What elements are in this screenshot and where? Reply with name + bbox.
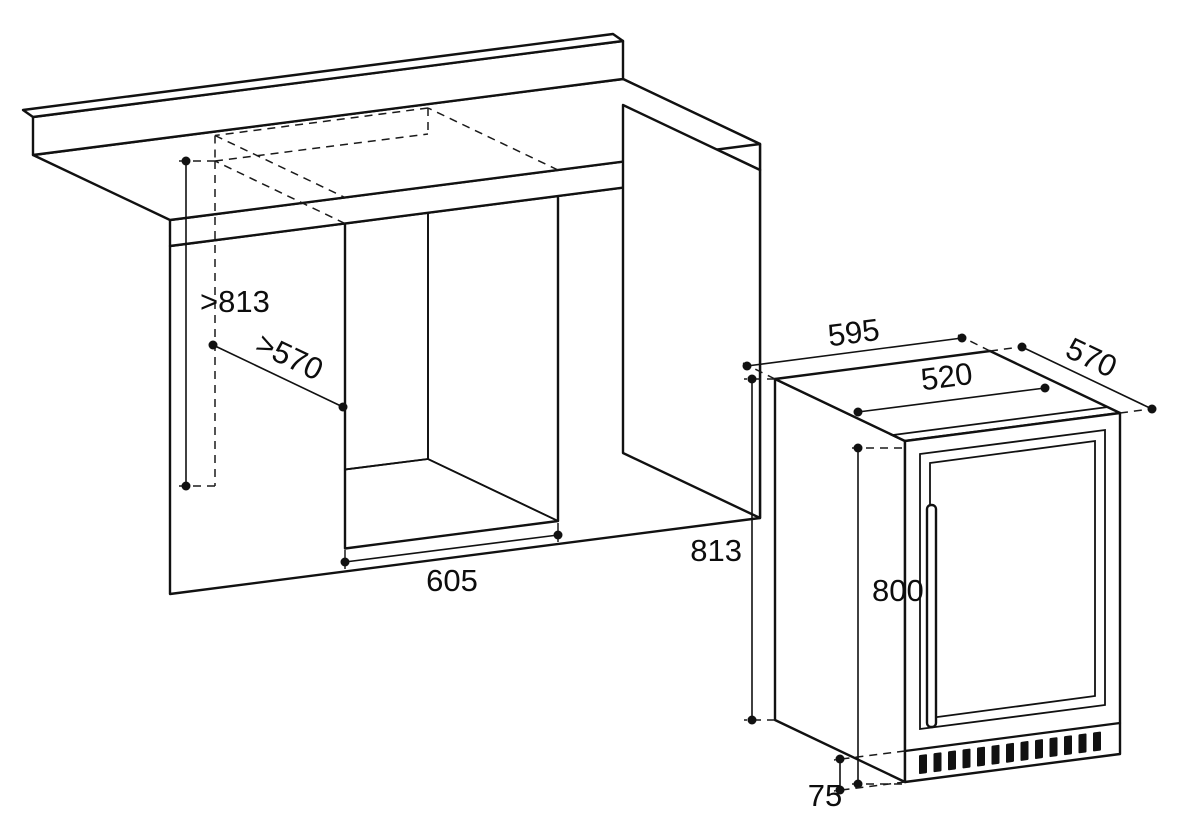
appliance-inner-width-dimension: 520 — [853, 356, 1050, 417]
vent-slot — [1064, 735, 1072, 756]
door-frame — [919, 428, 1106, 731]
vent-slot — [919, 754, 927, 775]
dimension-dot — [747, 715, 757, 725]
vent-slot — [962, 748, 971, 769]
vent-slot — [948, 750, 956, 771]
niche-hidden-edges — [214, 107, 559, 486]
vent-slot — [1049, 737, 1058, 758]
dimension-dot — [742, 361, 752, 371]
niche-height-label: >813 — [200, 284, 270, 319]
dimension-dot — [181, 156, 191, 166]
vent-slot — [1035, 739, 1043, 759]
dimension-dot — [553, 530, 563, 540]
dimension-dot — [835, 785, 845, 795]
appliance-height-label: 813 — [690, 533, 742, 568]
appliance-width-dimension: 595 — [742, 312, 991, 380]
dimension-dot — [181, 481, 191, 491]
door-top-edge-line — [892, 406, 1109, 436]
dimension-dot — [957, 333, 967, 343]
vent-slot — [977, 746, 985, 767]
dimension-dot — [1017, 342, 1027, 352]
dimension-dot — [1040, 383, 1050, 393]
vent-slot — [991, 744, 1000, 765]
appliance-drawing: 595 570 520 813 — [690, 312, 1159, 813]
appliance-inner-width-label: 520 — [919, 356, 975, 397]
dimension-dot — [853, 407, 863, 417]
appliance-front-face — [903, 411, 1122, 784]
door-handle — [925, 503, 938, 729]
door-bottom-edge — [903, 721, 1122, 753]
niche-height-dimension: >813 — [176, 156, 270, 491]
appliance-front-height-dimension: 800 — [852, 443, 924, 789]
cabinet-right-side — [621, 103, 762, 520]
appliance-plinth-dimension: 75 — [808, 750, 906, 813]
dimension-dot — [208, 340, 218, 350]
niche-width-label: 605 — [426, 563, 478, 598]
dimension-dot — [853, 443, 863, 453]
dimension-dot — [853, 779, 863, 789]
appliance-width-label: 595 — [826, 312, 882, 353]
dimension-dot — [340, 557, 350, 567]
niche-width-dimension: 605 — [340, 523, 563, 598]
dimension-dot — [338, 402, 348, 412]
vent-slot — [1078, 733, 1087, 754]
dimension-dot — [835, 754, 845, 764]
niche-drawing: >813 >570 605 — [21, 32, 762, 598]
backsplash-top — [21, 32, 625, 119]
dimension-dot — [747, 374, 757, 384]
vent-slot — [1093, 731, 1101, 752]
vent-slot — [933, 752, 942, 773]
appliance-height-dimension: 813 — [690, 374, 775, 725]
appliance-depth-label: 570 — [1061, 331, 1123, 385]
appliance-plinth-label: 75 — [808, 778, 842, 813]
dimension-dot — [1147, 404, 1157, 414]
appliance-front-height-label: 800 — [872, 573, 924, 608]
vent-slot — [1020, 741, 1029, 761]
vent-grille — [919, 731, 1101, 775]
vent-slot — [1006, 742, 1014, 763]
